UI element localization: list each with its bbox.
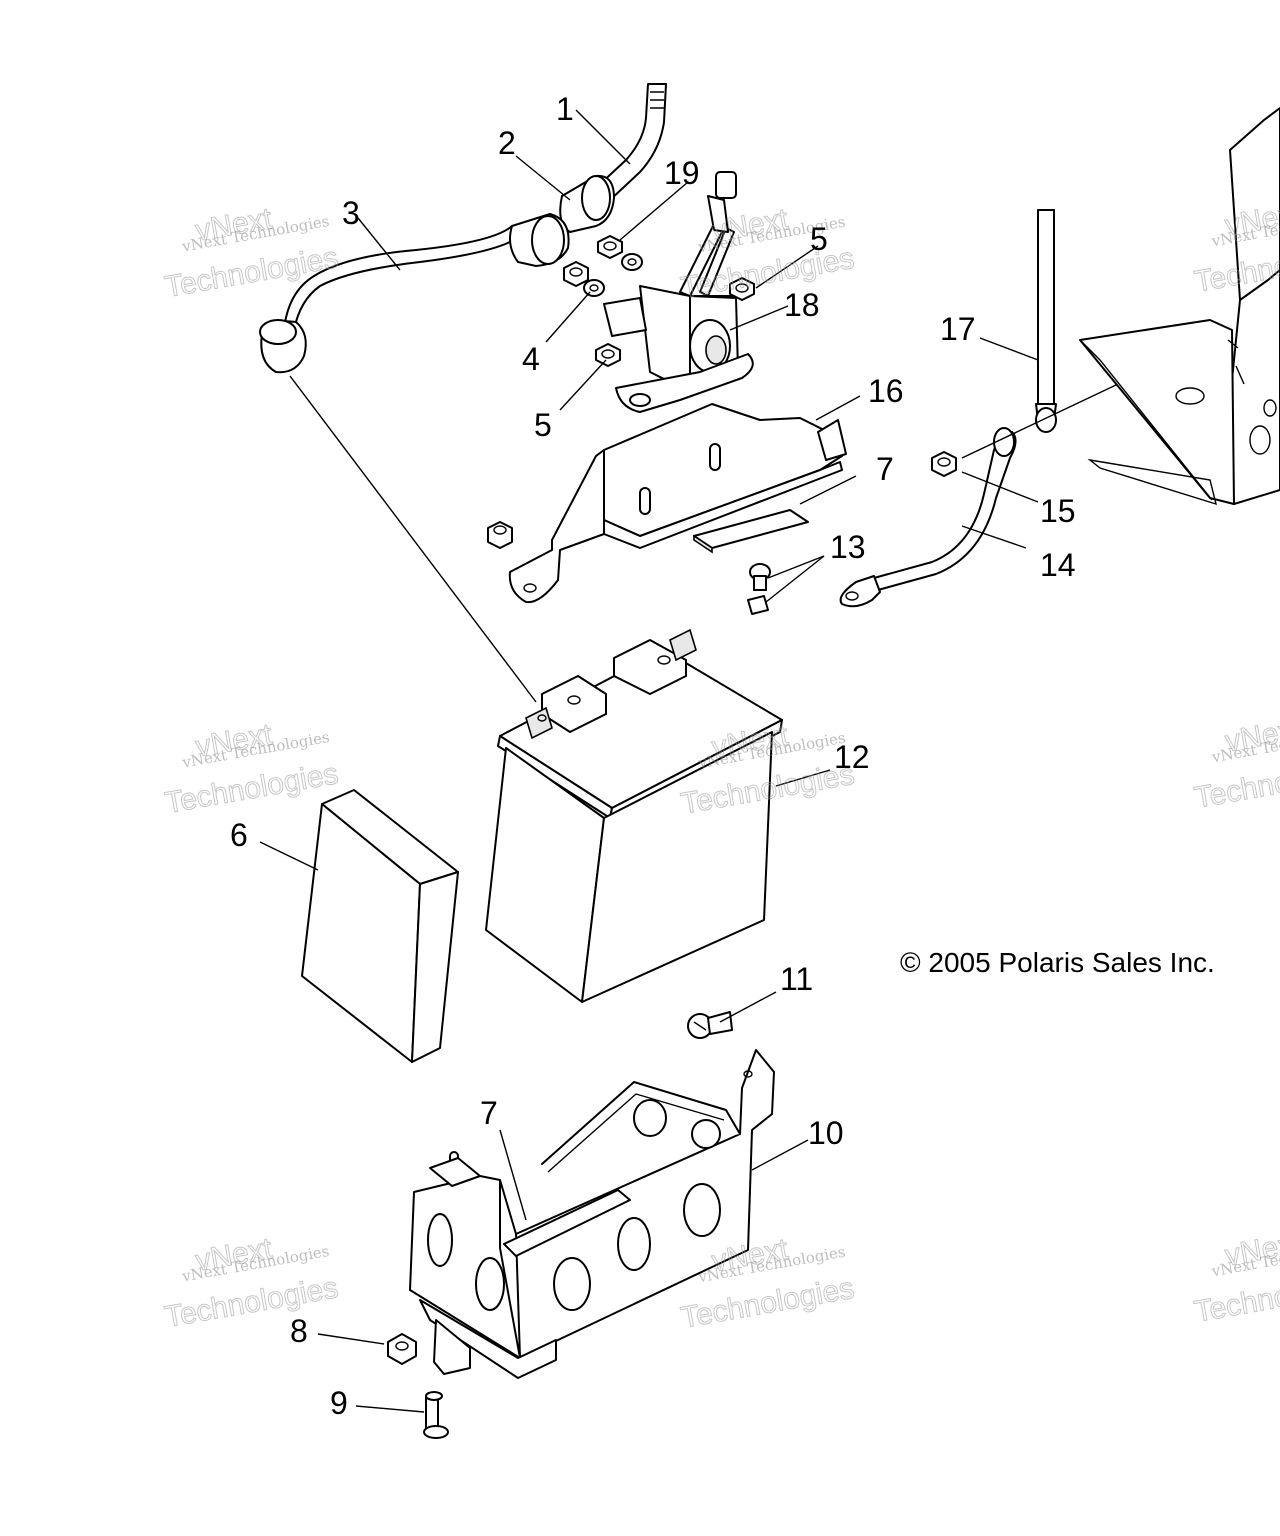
callout-1: 1 [556, 91, 574, 127]
watermark-2: vNext vNext Technologies Technologies [678, 202, 857, 305]
watermark-9: vNext vNext Technologies Technologies [1191, 1226, 1280, 1329]
routing-line [289, 375, 537, 703]
pad-7-upper [693, 509, 809, 554]
bracket-16 [508, 403, 847, 604]
nut-8 [387, 1333, 417, 1365]
cable-17 [1035, 209, 1057, 433]
callout-8: 8 [290, 1313, 308, 1349]
washer-4 [583, 279, 605, 297]
leader-lines [259, 109, 1039, 1413]
callout-14: 14 [1040, 547, 1076, 583]
watermark-4: vNext vNext Technologies Technologies [162, 717, 341, 820]
solenoid-18 [603, 171, 754, 413]
callout-7-upper: 7 [876, 451, 894, 487]
copyright-notice: © 2005 Polaris Sales Inc. [900, 947, 1215, 978]
callout-12: 12 [834, 739, 870, 775]
bolt-9 [423, 1391, 449, 1439]
nut-5-upper [729, 277, 755, 301]
pad-6 [301, 789, 459, 1063]
nut-5-lower [595, 343, 621, 367]
callout-6: 6 [230, 817, 248, 853]
callout-16: 16 [868, 373, 904, 409]
screw-13 [747, 563, 771, 615]
callout-18: 18 [784, 287, 820, 323]
callout-labels: 1 2 3 4 5 19 5 18 16 7 13 17 15 14 12 6 … [230, 91, 1076, 1421]
callout-19: 19 [664, 155, 700, 191]
nut-15 [931, 451, 957, 477]
nut-4 [563, 261, 589, 287]
watermark-5: vNext vNext Technologies Technologies [678, 718, 857, 821]
frame-section [1079, 107, 1280, 506]
callout-5-lower: 5 [534, 407, 552, 443]
bracket-nut [487, 521, 513, 549]
nut-19 [597, 235, 623, 259]
terminal-boot-2 [559, 174, 615, 233]
callout-17: 17 [940, 311, 976, 347]
callout-3: 3 [342, 195, 360, 231]
watermark-7: vNext vNext Technologies Technologies [162, 1231, 341, 1334]
ground-cable-14 [839, 427, 1017, 608]
callout-15: 15 [1040, 493, 1076, 529]
battery-cable-3 [259, 213, 570, 374]
pad-7-lower [503, 1189, 631, 1257]
callout-10: 10 [808, 1115, 844, 1151]
callout-7-lower: 7 [480, 1095, 498, 1131]
callout-4: 4 [522, 341, 540, 377]
battery-12 [485, 628, 783, 1003]
callout-11: 11 [780, 961, 813, 997]
watermark-6: vNext vNext Technologies Technologies [1192, 712, 1280, 815]
callout-2: 2 [498, 125, 516, 161]
callout-5-upper: 5 [810, 221, 828, 257]
callout-13: 13 [830, 529, 866, 565]
callout-9: 9 [330, 1385, 348, 1421]
screw-11 [687, 1011, 733, 1039]
washer-19 [621, 253, 643, 271]
